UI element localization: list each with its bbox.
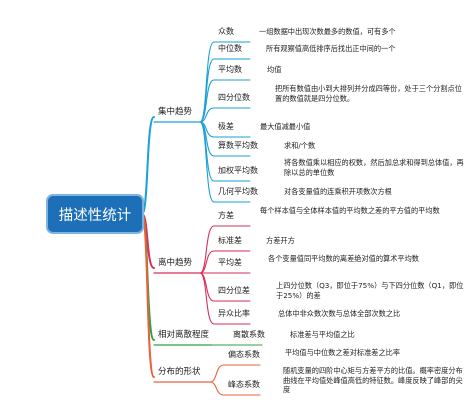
- desc-quartile-deviation: 上四分位数（Q3，即位于75%）与下四分位数（Q1，即位于25%）的差: [276, 281, 464, 300]
- branch-central-tendency[interactable]: 集中趋势: [158, 107, 193, 117]
- desc-range: 最大值减最小值: [260, 122, 311, 131]
- child-arithmetic-mean[interactable]: 算数平均数: [218, 141, 258, 150]
- desc-std-dev: 方差开方: [266, 236, 295, 245]
- desc-skewness: 平均值与中位数之差对标准差之比率: [285, 348, 401, 357]
- desc-coefficient-of-variation: 标准差与平均值之比: [290, 330, 355, 339]
- root-label: 描述性统计: [58, 207, 132, 224]
- child-link-1-1: [199, 250, 215, 274]
- child-quartile[interactable]: 四分位数: [218, 93, 250, 102]
- desc-mean-deviation: 各个变量值同平均数的离差绝对值的算术平均数: [268, 254, 419, 263]
- desc-geometric-mean: 对各变量值的连乘积开项数次方根: [284, 187, 392, 196]
- root-node[interactable]: 描述性统计: [48, 196, 142, 232]
- child-skewness[interactable]: 偏态系数: [228, 350, 260, 359]
- child-link-0-7: [199, 121, 215, 203]
- child-link-1-0: [199, 225, 215, 274]
- child-mean[interactable]: 平均数: [218, 65, 242, 74]
- child-kurtosis[interactable]: 峰态系数: [228, 380, 260, 389]
- branch-link-3: [141, 213, 155, 378]
- desc-mode: 一组数据中出现次数最多的数值，可有多个: [259, 27, 396, 36]
- branch-link-0: [141, 116, 155, 215]
- desc-variation-ratio: 总体中非众数次数与总体全部次数之比: [278, 309, 401, 318]
- child-link-1-4: [199, 272, 215, 325]
- desc-median: 所有观察值高低排序后找出正中间的一个: [266, 44, 396, 53]
- desc-kurtosis: 随机变量的四阶中心矩与方差平方的比值。概率密度分布曲线在平均值处峰值高低的特征数…: [283, 366, 463, 395]
- branch-relative-dispersion[interactable]: 相对离散程度: [158, 330, 210, 340]
- desc-variance: 每个样本值与全体样本值的平均数之差的平方值的平均数: [260, 206, 440, 215]
- child-weighted-mean[interactable]: 加权平均数: [218, 166, 258, 175]
- branch-distribution-shape[interactable]: 分布的形状: [158, 367, 201, 377]
- child-link-0-3: [199, 107, 215, 123]
- child-mode[interactable]: 众数: [218, 27, 234, 36]
- child-coefficient-of-variation[interactable]: 离散系数: [233, 330, 265, 339]
- child-variation-ratio[interactable]: 异众比率: [218, 309, 250, 318]
- child-link-3-0: [209, 364, 225, 383]
- child-range[interactable]: 极差: [218, 122, 234, 131]
- desc-weighted-mean: 将各数值乘以相应的权数，然后加总求和得到总体值，再除以总的单位数: [284, 158, 464, 177]
- child-variance[interactable]: 方差: [218, 211, 234, 220]
- desc-mean: 均值: [267, 65, 282, 74]
- child-link-0-2: [199, 79, 215, 123]
- child-geometric-mean[interactable]: 几何平均数: [218, 187, 258, 196]
- child-std-dev[interactable]: 标准差: [218, 236, 242, 245]
- desc-arithmetic-mean: 求和/个数: [284, 141, 316, 150]
- branch-dispersion[interactable]: 离中趋势: [158, 258, 193, 268]
- child-quartile-deviation[interactable]: 四分位差: [218, 286, 250, 295]
- child-link-3-1: [209, 381, 225, 396]
- child-link-1-3: [199, 272, 215, 302]
- desc-quartile: 把所有数值由小到大排列并分成四等份，处于三个分割点位置的数值就是四分位数。: [275, 84, 462, 103]
- child-median[interactable]: 中位数: [218, 44, 242, 53]
- child-mean-deviation[interactable]: 平均差: [218, 258, 242, 267]
- child-link-0-5: [199, 121, 215, 157]
